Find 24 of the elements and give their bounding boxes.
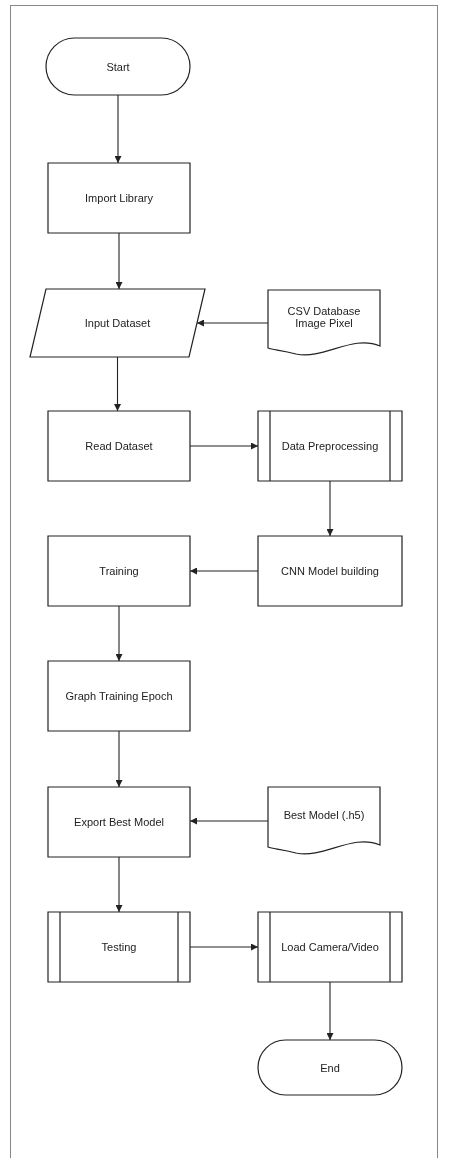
node-label: Graph Training Epoch	[65, 690, 173, 702]
node-label: CSV Database Image Pixel	[286, 305, 362, 329]
node-label: Testing	[101, 941, 137, 953]
node-label: Start	[106, 60, 130, 73]
node-label: Training	[99, 565, 139, 577]
arrow	[326, 480, 334, 537]
node-label: Read Dataset	[85, 440, 153, 452]
arrow	[114, 94, 122, 164]
arrow	[115, 232, 123, 290]
arrow	[114, 356, 121, 412]
node-label: Import Library	[85, 192, 153, 204]
node-label: Load Camera/Video	[281, 941, 379, 953]
arrow	[115, 856, 123, 913]
node-label: Input Dataset	[84, 317, 151, 329]
node-label: Best Model (.h5)	[283, 809, 365, 821]
arrow	[115, 730, 123, 788]
node-label: Export Best Model	[74, 816, 164, 828]
node-label: Data Preprocessing	[281, 440, 379, 452]
arrow	[326, 981, 334, 1041]
node-label: CNN Model building	[281, 565, 379, 577]
arrow	[115, 605, 123, 662]
arrow	[196, 319, 269, 327]
node-label: End	[320, 1061, 340, 1074]
arrow	[189, 943, 259, 951]
